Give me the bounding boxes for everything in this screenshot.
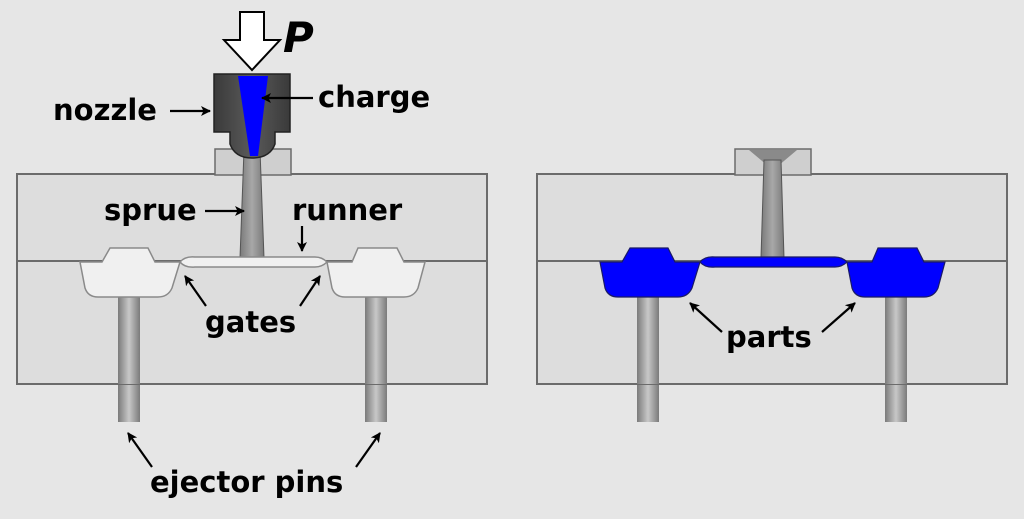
right-sprue-channel [760, 159, 785, 259]
pressure-arrow: P [221, 11, 314, 72]
ejector-pins-label: ejector pins [150, 465, 343, 499]
left-runner [179, 256, 329, 268]
charge-material [238, 76, 268, 156]
left-sprue-channel [239, 149, 265, 259]
left-cavity-2 [326, 247, 426, 298]
pressure-label: P [283, 13, 314, 62]
runner-label: runner [292, 193, 403, 227]
parts-label: parts [726, 320, 812, 354]
parts-arrow-left [689, 302, 723, 333]
ejector-pin-right-1-inner [637, 290, 659, 384]
charge-label: charge [318, 80, 430, 114]
filled-part-2 [846, 247, 946, 298]
filled-part-1 [599, 247, 701, 298]
left-cavity-1 [79, 247, 182, 298]
ejector-pin-left-2-inner [365, 290, 387, 384]
ejector-arrow-left [127, 432, 153, 468]
sprue-label: sprue [104, 193, 197, 227]
filled-runner [699, 256, 848, 268]
nozzle-label: nozzle [53, 93, 157, 127]
ejector-pin-left-1-inner [118, 290, 140, 384]
gates-arrow-right [299, 275, 321, 307]
parts-arrow-right [821, 302, 856, 333]
nozzle-assembly [213, 73, 291, 159]
gates-arrow-left [184, 275, 207, 307]
ejector-arrow-right [355, 432, 381, 468]
ejector-pin-right-2-inner [885, 290, 907, 384]
gates-label: gates [205, 305, 296, 339]
pressure-arrow-icon [221, 11, 283, 72]
right-sprue-cone [749, 150, 797, 166]
right-mold [536, 148, 1008, 422]
left-mold [16, 148, 488, 422]
